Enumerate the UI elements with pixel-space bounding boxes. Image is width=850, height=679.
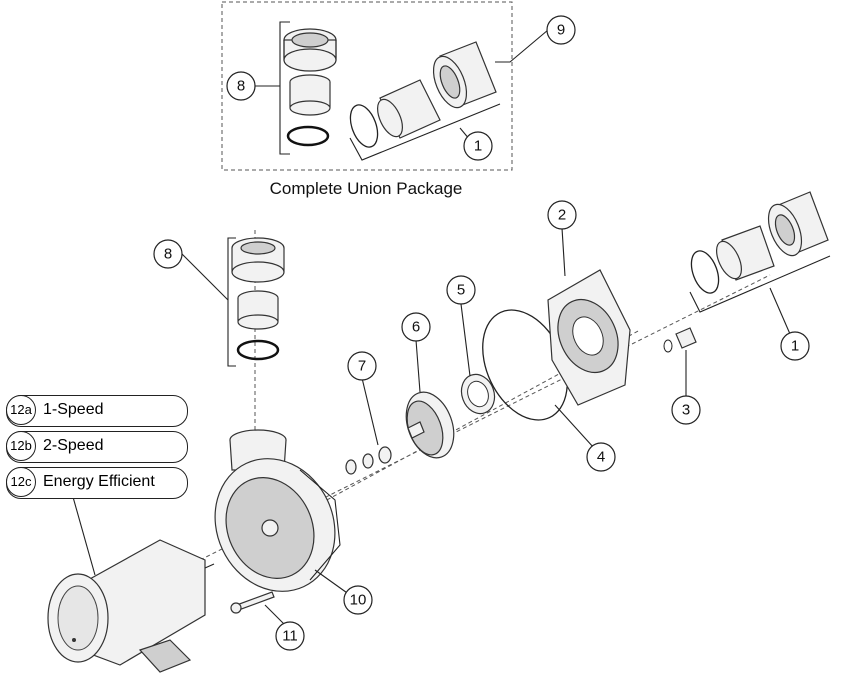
- motor: [47, 496, 215, 673]
- callout-circle: [671, 395, 701, 425]
- shaft-seal: 7: [345, 351, 392, 475]
- screw: 11: [230, 591, 305, 651]
- callout-circle: [347, 351, 377, 381]
- option-label: Energy Efficient: [43, 473, 155, 490]
- callout-label: 10: [350, 592, 367, 609]
- impeller: 6: [401, 312, 455, 459]
- option-label: 2-Speed: [43, 437, 104, 454]
- faceplate: 2: [547, 200, 631, 406]
- union-oring-side: [349, 104, 379, 148]
- callout-circle: [780, 331, 810, 361]
- motor-options: 12a 1-Speed 12b 2-Speed 12c Energy Effic…: [6, 395, 188, 499]
- pump-housing: 10: [214, 429, 373, 615]
- callout-label: 4: [597, 449, 605, 466]
- callout-label: 1: [791, 338, 799, 355]
- union-oring-top: [286, 125, 330, 147]
- option-code-badge: 12b: [6, 431, 36, 461]
- union-left-group: 8: [153, 237, 285, 367]
- union-tailpiece-top: [289, 74, 331, 116]
- wear-ring: 5: [446, 275, 496, 415]
- callout-label: 8: [237, 78, 245, 95]
- union-right-group: 1: [689, 191, 831, 361]
- callout-label: 8: [164, 246, 172, 263]
- union-package-caption: Complete Union Package: [270, 179, 463, 198]
- callout-circle: [275, 621, 305, 651]
- callout-circle: [401, 312, 431, 342]
- union-nut-side: [432, 41, 497, 109]
- callout-label: 6: [412, 319, 420, 336]
- option-code-badge: 12c: [6, 467, 36, 497]
- drain-plug: 3: [663, 327, 701, 425]
- callout-circle: [546, 15, 576, 45]
- callout-label: 3: [682, 402, 690, 419]
- callout-label: 11: [282, 628, 298, 645]
- union-bracket-8: [279, 21, 290, 155]
- union-package-group: 8 9 1: [221, 1, 576, 171]
- callout-circle: [547, 200, 577, 230]
- callout-circle: [226, 71, 256, 101]
- callout-label: 5: [457, 282, 465, 299]
- union-nut-top: [283, 28, 337, 72]
- callout-circle: [153, 239, 183, 269]
- option-label: 1-Speed: [43, 401, 104, 418]
- callout-label: 2: [558, 207, 566, 224]
- callout-label: 9: [557, 22, 565, 39]
- union-tailpiece-side: [377, 79, 441, 139]
- motor-option-energy-efficient: 12c Energy Efficient: [6, 467, 188, 499]
- callout-circle: [446, 275, 476, 305]
- callout-label: 7: [358, 358, 366, 375]
- motor-option-1-speed: 12a 1-Speed: [6, 395, 188, 427]
- callout-circle: [463, 131, 493, 161]
- motor-option-2-speed: 12b 2-Speed: [6, 431, 188, 463]
- callout-label: 1: [474, 138, 482, 155]
- option-code-badge: 12a: [6, 395, 36, 425]
- callout-circle: [343, 585, 373, 615]
- callout-circle: [586, 442, 616, 472]
- union-package-box: [221, 1, 513, 171]
